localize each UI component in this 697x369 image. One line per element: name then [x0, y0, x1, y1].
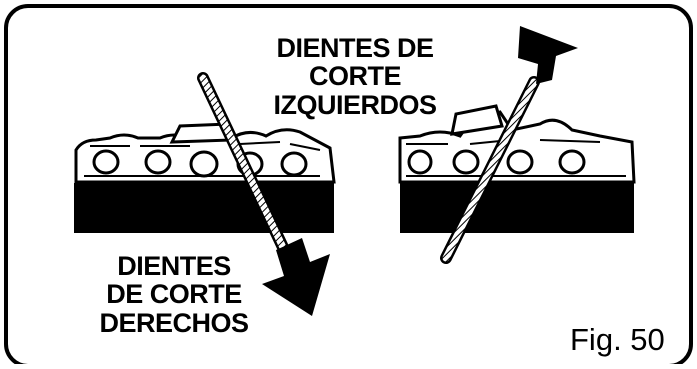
right-chain-assembly: [398, 26, 636, 264]
left-cutting-teeth-line-2: IZQUIERDOS: [273, 89, 437, 120]
left-rivet: [92, 149, 120, 175]
right-cutter-tooth: [450, 104, 504, 136]
right-direction-arrow: [518, 26, 578, 84]
right-cutting-teeth-line-1: DIENTES: [117, 251, 231, 281]
right-rivet: [506, 149, 534, 175]
right-cutting-teeth-line-2: DE CORTE: [106, 279, 242, 310]
left-guide-bar: [74, 183, 334, 233]
right-cutting-teeth-line-3: DERECHOS: [99, 307, 249, 338]
figure-caption: Fig. 50: [570, 322, 665, 357]
right-rivet: [558, 149, 586, 175]
right-cutting-teeth-label: DIENTES DE CORTE DERECHOS: [84, 252, 264, 337]
left-rivet: [189, 150, 219, 178]
right-rivet: [407, 149, 433, 175]
right-rivet: [452, 149, 480, 175]
left-rivet: [280, 151, 308, 177]
left-chain-assembly: [74, 72, 336, 316]
right-guide-bar: [400, 183, 634, 233]
left-rivet: [144, 149, 172, 175]
left-cutting-teeth-label: DIENTES DE CORTE IZQUIERDOS: [230, 34, 480, 119]
left-direction-arrow: [262, 238, 330, 316]
left-cutting-teeth-line-1: DIENTES DE CORTE: [276, 33, 434, 92]
